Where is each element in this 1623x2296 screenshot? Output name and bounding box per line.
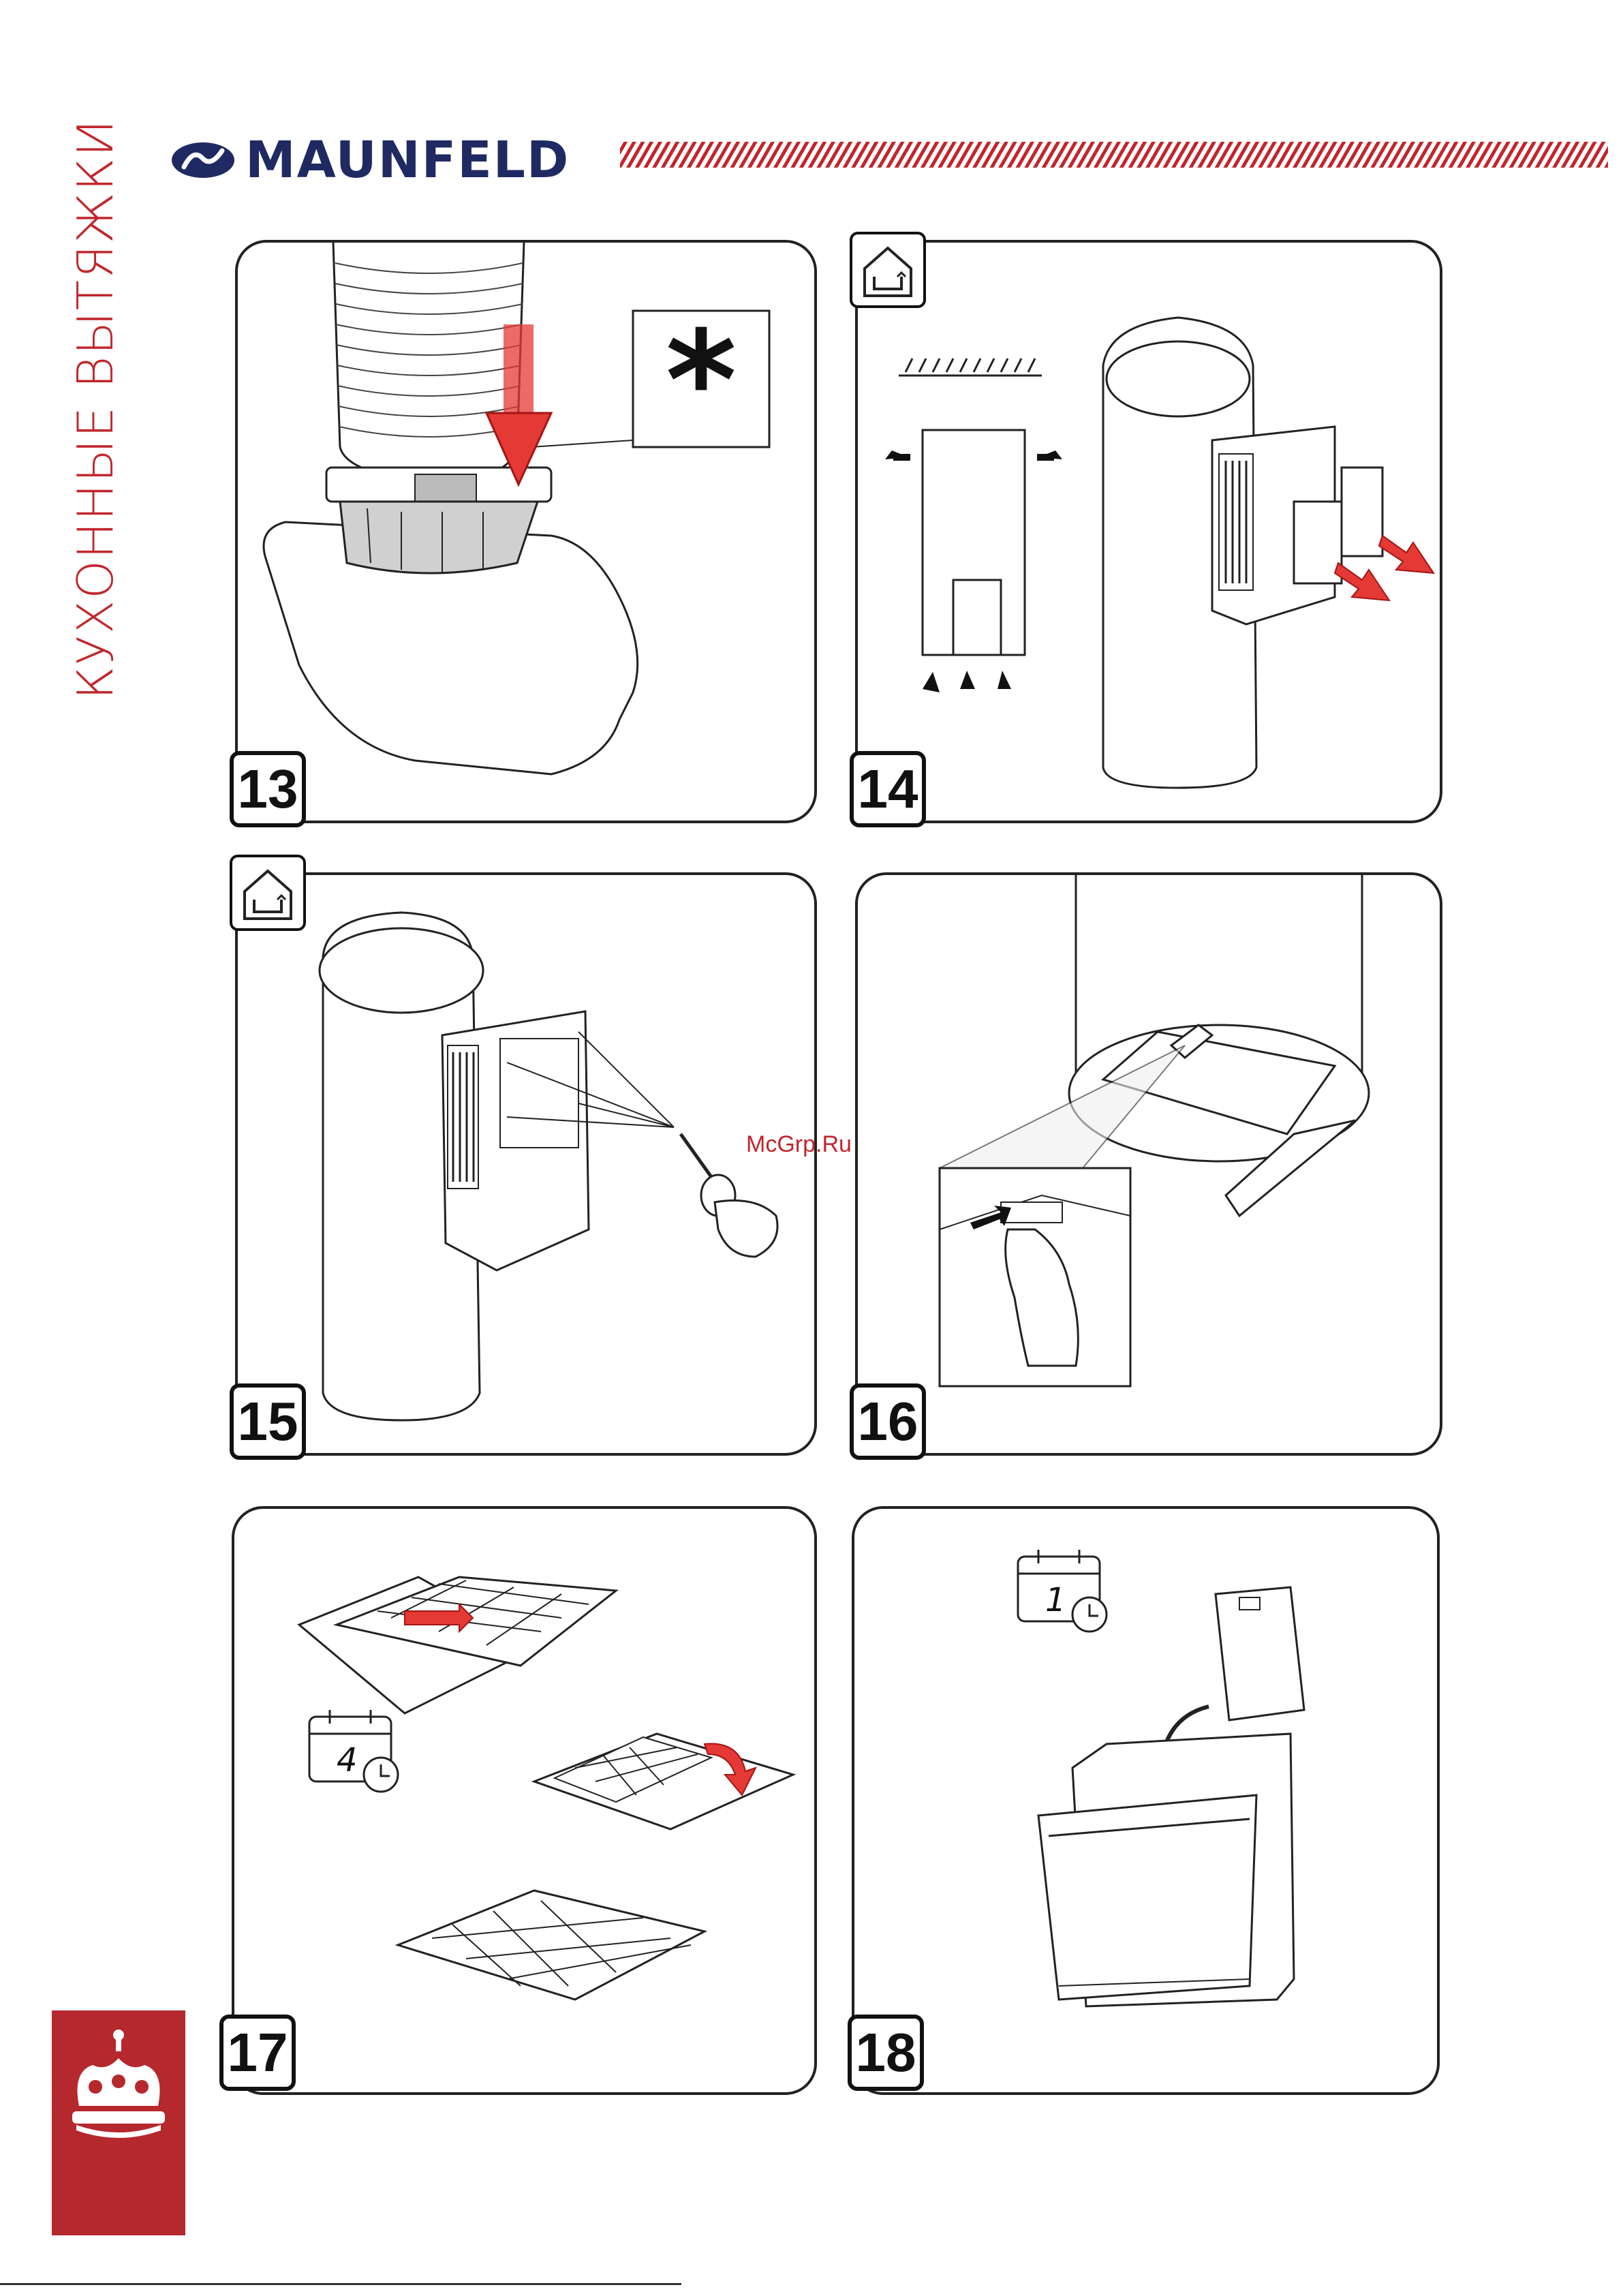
step-number-16: 16	[850, 1383, 926, 1460]
footer-divider	[0, 2283, 681, 2285]
house-recirculation-icon	[230, 855, 306, 931]
dishwasher-icon	[1038, 1734, 1294, 2006]
panel-15: 15	[235, 872, 817, 1456]
watermark-text: McGrp.Ru	[746, 1131, 852, 1158]
step-number-18: 18	[848, 2015, 924, 2091]
panel-17-illustration: 4	[234, 1509, 814, 2092]
panel-18: 1 18	[852, 1506, 1440, 2095]
svg-text:*: *	[666, 302, 737, 461]
ceiling-hatch-icon	[899, 358, 1042, 376]
calendar-clock-icon: 4	[309, 1710, 398, 1792]
step-number-14: 14	[850, 751, 926, 827]
calendar-value-text: 4	[337, 1741, 358, 1779]
step-number-13: 13	[230, 751, 306, 827]
step-number-15: 15	[230, 1383, 306, 1460]
calendar-value-text: 1	[1045, 1581, 1066, 1619]
panel-14-illustration	[858, 243, 1440, 821]
maunfeld-logo-icon	[170, 138, 236, 182]
brand-name: MAUNFELD	[245, 131, 570, 189]
step-number-17: 17	[219, 2015, 296, 2091]
side-title-text: КУХОННЫЕ ВЫТЯЖКИ	[67, 119, 124, 700]
house-recirculation-icon	[850, 232, 926, 308]
crown-icon	[52, 2010, 185, 2235]
panel-13-illustration: *	[238, 243, 814, 821]
panel-16: 16	[855, 872, 1442, 1456]
side-category-title: КУХОННЫЕ ВЫТЯЖКИ	[41, 143, 150, 675]
header-hatch-bar	[620, 142, 1608, 168]
panel-15-illustration	[238, 875, 814, 1453]
panel-13: * 13	[235, 240, 817, 823]
brand-logo: MAUNFELD	[170, 129, 593, 191]
panel-18-illustration: 1	[854, 1509, 1437, 2092]
crown-emblem-box	[52, 2010, 185, 2235]
panel-16-illustration	[858, 875, 1440, 1453]
panel-14: 14	[855, 240, 1442, 823]
calendar-clock-icon: 1	[1018, 1550, 1107, 1632]
panel-17: 4 17	[232, 1506, 817, 2095]
